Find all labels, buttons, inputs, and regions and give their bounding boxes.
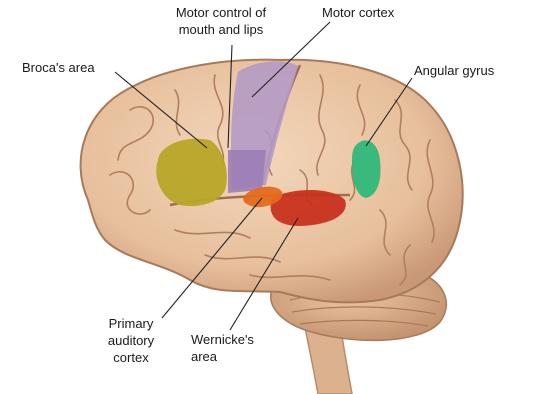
motor-control-region xyxy=(228,150,266,193)
label-wernickes-area: Wernicke's area xyxy=(191,331,254,365)
brocas-area-region xyxy=(156,139,227,206)
label-motor-control: Motor control of mouth and lips xyxy=(161,4,281,38)
label-angular-gyrus: Angular gyrus xyxy=(414,62,494,79)
label-motor-cortex: Motor cortex xyxy=(322,4,394,21)
label-brocas-area: Broca's area xyxy=(22,59,95,76)
label-primary-auditory-cortex: Primary auditory cortex xyxy=(98,315,164,366)
